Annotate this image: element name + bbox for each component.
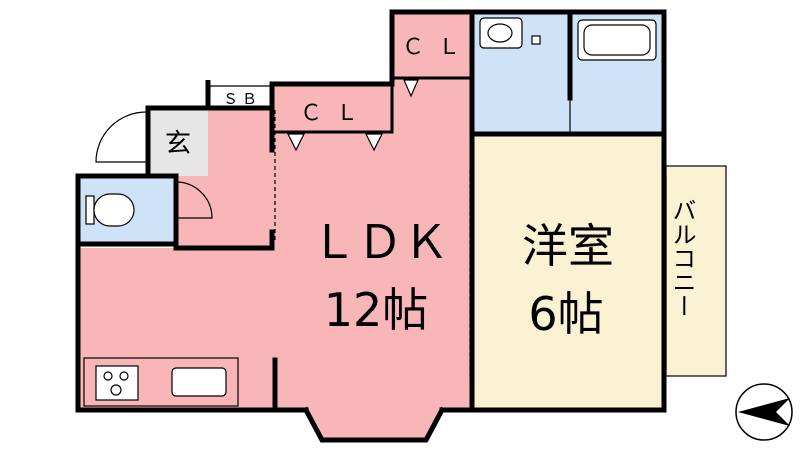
closet-door-right — [365, 133, 383, 152]
sink-icon — [479, 17, 541, 49]
western-name: 洋室 — [522, 219, 614, 273]
fixtures — [83, 17, 657, 407]
closet-door-left — [287, 133, 305, 152]
bathtub-icon — [577, 19, 657, 61]
walls — [75, 9, 667, 443]
fittings — [208, 85, 727, 380]
stove-icon — [95, 365, 139, 401]
balcony-label: バルコニー — [668, 198, 696, 318]
closet-top-label: ＣＬ — [402, 35, 474, 60]
door-swings — [95, 98, 571, 219]
closet-ldk-label: ＣＬ — [300, 101, 372, 126]
closet-doors — [287, 79, 419, 152]
closet-top-fill — [392, 12, 472, 78]
compass-icon — [735, 383, 793, 441]
bay-window-wall — [302, 406, 446, 443]
kitchen-counter — [83, 357, 239, 407]
toilet-door-swing — [175, 181, 213, 219]
closet-top-door — [403, 79, 419, 98]
western-size: 6帖 — [528, 287, 603, 341]
bay-window-fill — [306, 410, 442, 440]
shoe-box-label: ＳＢ — [223, 90, 261, 108]
kitchen-sink-icon — [171, 367, 227, 397]
western-fill — [472, 136, 664, 410]
entrance-label: 玄 — [165, 129, 191, 159]
balcony-fill — [666, 166, 726, 376]
entrance-door-swing — [95, 111, 147, 163]
entrance-fill — [148, 108, 208, 176]
balcony-rail — [665, 165, 727, 377]
toilet-wall — [75, 173, 179, 247]
ldk-name: ＬＤＫ — [311, 215, 449, 269]
ldk-size: 12帖 — [324, 283, 429, 337]
labels: ＬＤＫ 12帖 洋室 6帖 ＣＬ ＣＬ ＳＢ 玄 バルコニー — [165, 35, 696, 341]
toilet-icon — [85, 193, 135, 227]
closet-ldk-fill — [272, 86, 392, 132]
